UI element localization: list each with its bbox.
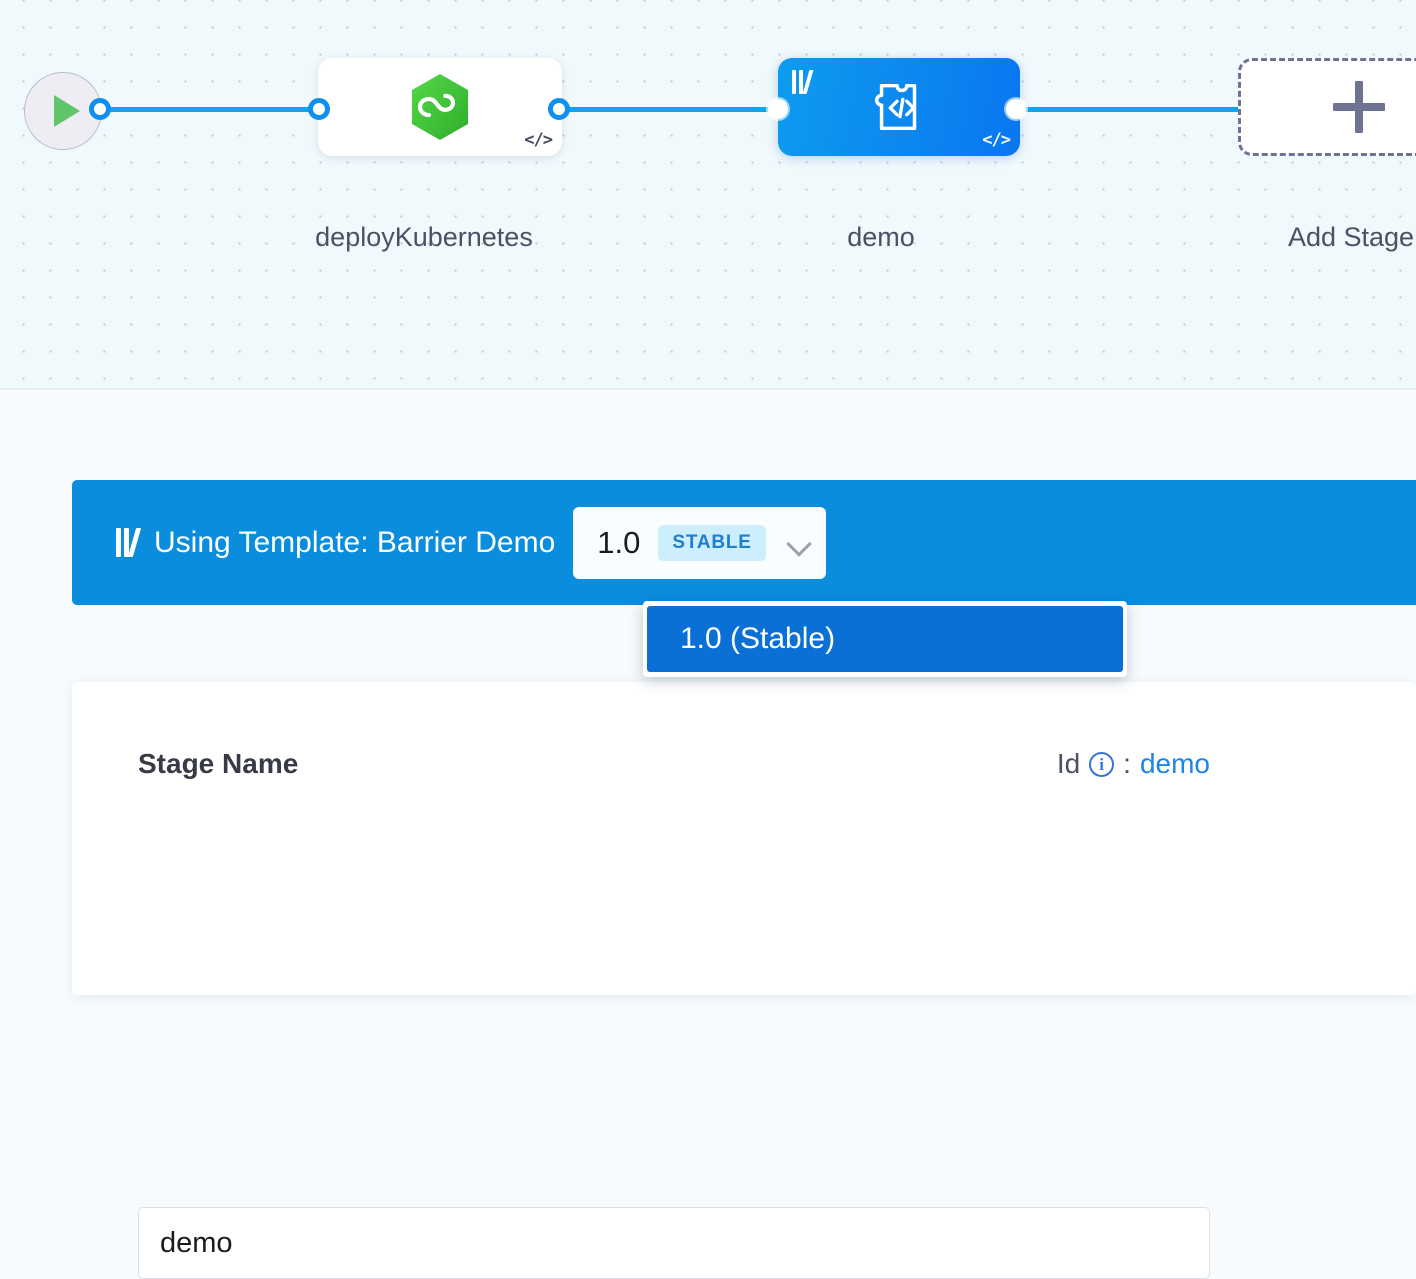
add-stage-button[interactable] xyxy=(1238,58,1416,156)
template-library-icon xyxy=(116,528,142,557)
play-icon xyxy=(54,95,80,127)
chevron-down-icon[interactable] xyxy=(788,532,810,554)
code-icon: </> xyxy=(524,130,553,150)
wire-deploy-to-demo xyxy=(548,107,788,112)
pipeline-canvas[interactable]: </> deployKubernetes </> demo Add Stage xyxy=(0,0,1416,390)
stage-node-deploykubernetes[interactable]: </> xyxy=(318,58,562,156)
connector-dot-demo-out[interactable] xyxy=(1006,99,1026,119)
stage-id-separator: : xyxy=(1123,748,1131,779)
info-icon[interactable]: i xyxy=(1089,751,1115,777)
wire-start-to-deploy xyxy=(100,107,330,112)
stage-id-value: demo xyxy=(1139,748,1210,779)
stable-badge: STABLE xyxy=(658,524,766,561)
harness-cd-hexagon-icon xyxy=(318,58,562,156)
add-stage-label: Add Stage xyxy=(1287,222,1415,252)
stage-name-field-header: Stage Name Id i : demo xyxy=(138,748,1210,780)
template-version-value: 1.0 xyxy=(597,524,641,560)
stage-details-card: Stage Name Id i : demo xyxy=(72,682,1416,995)
connector-dot-start[interactable] xyxy=(89,98,111,120)
connector-dot-demo-in[interactable] xyxy=(768,99,788,119)
canvas-bottom-divider xyxy=(0,388,1416,390)
stage-name-label: Stage Name xyxy=(138,748,299,779)
dropdown-option-1-0-stable[interactable]: 1.0 (Stable) xyxy=(647,606,1123,672)
plus-icon xyxy=(1333,81,1385,133)
stage-name-input[interactable] xyxy=(138,1207,1210,1279)
code-icon: </> xyxy=(982,130,1011,150)
template-version-selector[interactable]: 1.0 STABLE xyxy=(573,506,826,579)
stage-label-demo: demo xyxy=(847,222,915,252)
connector-dot-deploy-in[interactable] xyxy=(308,98,330,120)
stage-label-deploykubernetes: deployKubernetes xyxy=(315,222,533,252)
custom-stage-code-icon xyxy=(778,58,1020,156)
stage-id-display: Id i : demo xyxy=(1057,748,1210,780)
stage-id-label: Id xyxy=(1056,748,1081,779)
using-template-banner: Using Template: Barrier Demo 1.0 STABLE xyxy=(72,480,1416,605)
stage-config-panel: Using Template: Barrier Demo 1.0 STABLE … xyxy=(0,392,1416,1279)
template-library-icon xyxy=(792,70,814,94)
wire-demo-to-add xyxy=(1000,107,1250,112)
connector-dot-deploy-out[interactable] xyxy=(548,98,570,120)
template-version-dropdown[interactable]: 1.0 (Stable) xyxy=(643,601,1127,677)
using-template-text: Using Template: Barrier Demo xyxy=(154,525,556,559)
stage-node-demo[interactable]: </> xyxy=(778,58,1020,156)
